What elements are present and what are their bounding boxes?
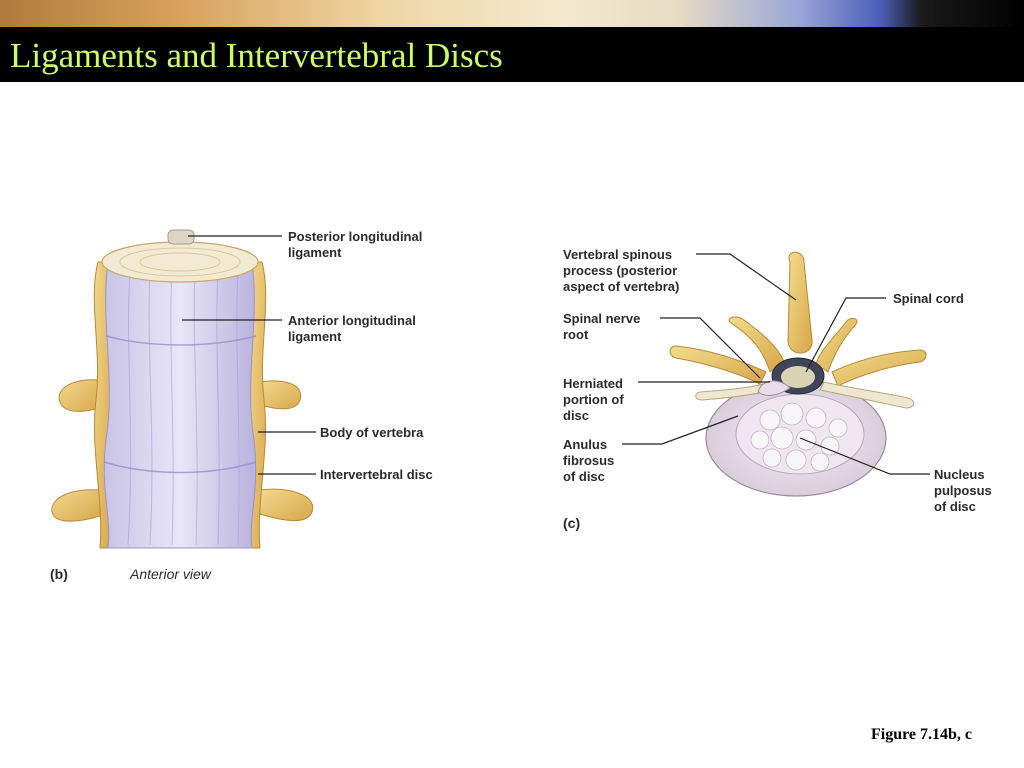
figure-reference: Figure 7.14b, c (870, 726, 972, 743)
panel-b-leader-lines (182, 235, 316, 475)
label-posterior-longitudinal-ligament: Posterior longitudinal ligament (288, 229, 423, 260)
panel-c-letter: (c) (563, 515, 581, 531)
slide-title: Ligaments and Intervertebral Discs (10, 36, 503, 75)
label-spinal-nerve-root: Spinal nerve root (563, 311, 641, 342)
label-vertebral-spinous-process: Vertebral spinous process (posterior asp… (563, 247, 680, 294)
anterior-view-caption: Anterior view (130, 566, 211, 582)
label-body-of-vertebra: Body of vertebra (320, 425, 424, 440)
decorative-header-band (0, 0, 1024, 27)
label-anulus-fibrosus: Anulus fibrosus of disc (563, 437, 615, 484)
label-spinal-cord: Spinal cord (893, 291, 964, 306)
panel-c-leader-lines (622, 253, 930, 475)
label-anterior-longitudinal-ligament: Anterior longitudinal ligament (288, 313, 416, 344)
title-bar (0, 27, 1024, 82)
label-intervertebral-disc: Intervertebral disc (320, 467, 433, 482)
vertebral-column (51, 229, 314, 549)
vertebra-superior-view (669, 251, 927, 497)
label-herniated-portion-of-disc: Herniated portion of disc (563, 376, 624, 423)
label-nucleus-pulposus: Nucleus pulposus of disc (934, 467, 992, 514)
panel-b-letter: (b) (50, 566, 68, 582)
